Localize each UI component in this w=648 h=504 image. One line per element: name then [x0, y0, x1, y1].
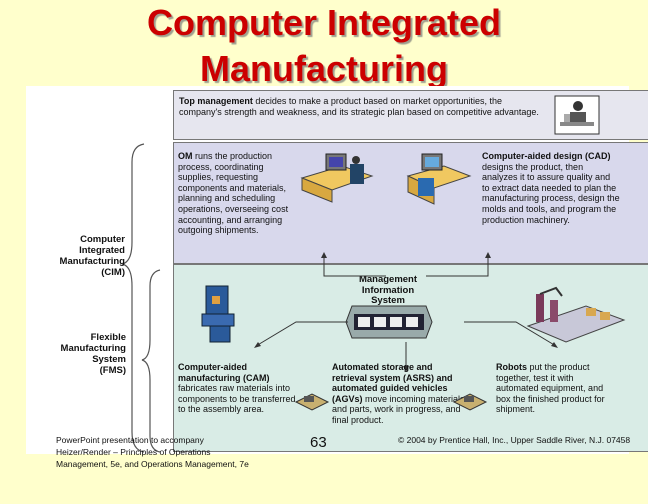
agv-icon-left	[294, 393, 330, 411]
footer-presentation-note: PowerPoint presentation to accompany Hei…	[56, 435, 249, 469]
mis-unit-icon	[345, 305, 433, 339]
cim-brace	[121, 143, 145, 453]
slide-title-line-1: Computer Integrated	[146, 2, 502, 43]
cam-text: Computer-aided manufacturing (CAM) fabri…	[178, 362, 296, 415]
cim-planning-panel	[173, 142, 648, 264]
cad-text: Computer-aided design (CAD) designs the …	[482, 151, 620, 225]
footer-copyright: © 2004 by Prentice Hall, Inc., Upper Sad…	[398, 435, 631, 445]
mis-label: Management Information System	[358, 274, 418, 307]
cam-machine-icon	[201, 285, 235, 343]
asrs-text: Automated storage and retrieval system (…	[332, 362, 465, 425]
executive-desk-icon	[554, 95, 600, 135]
agv-icon-right	[452, 393, 488, 411]
top-management-text: Top management decides to make a product…	[179, 96, 539, 117]
mis-arrows	[254, 252, 558, 372]
fms-panel	[173, 264, 648, 452]
fms-brace	[141, 269, 161, 453]
robot-assembly-icon	[526, 286, 626, 343]
page-number: 63	[310, 434, 327, 451]
robots-text: Robots put the product together, test it…	[496, 362, 605, 415]
slide-title-line-2: Manufacturing	[200, 48, 448, 89]
cad-workstation-icon	[406, 153, 472, 205]
om-text: OM runs the production process, coordina…	[178, 151, 289, 236]
om-workstation-icon	[300, 153, 374, 203]
